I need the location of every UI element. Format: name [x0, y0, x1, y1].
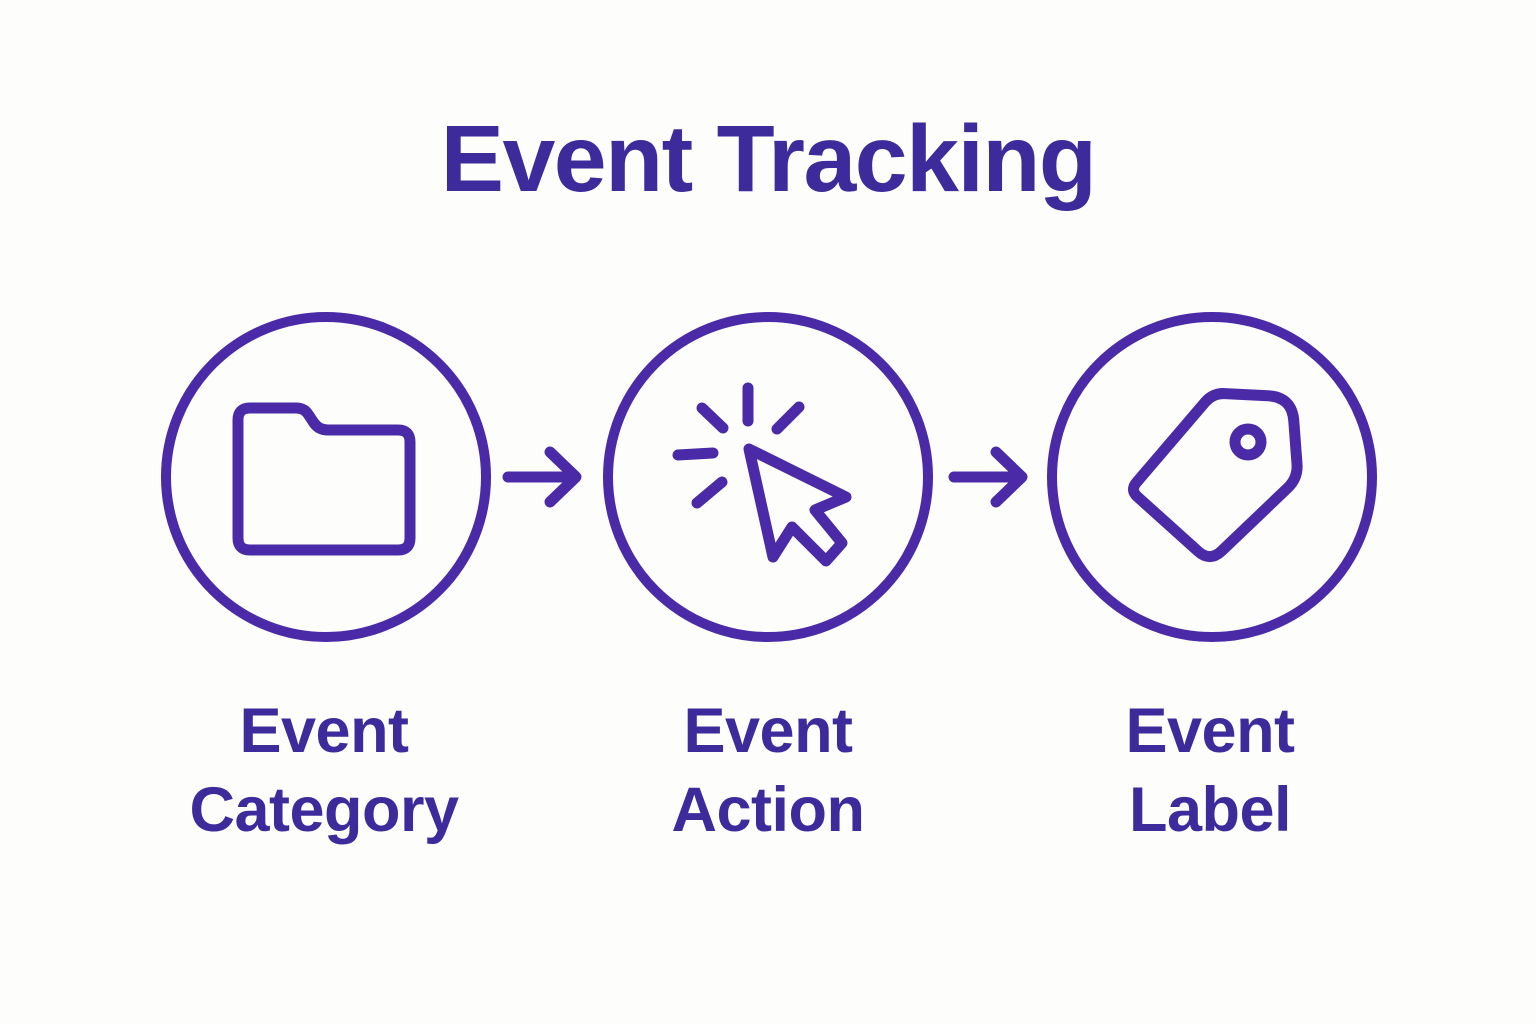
- cursor-click-icon: [672, 382, 852, 567]
- folder-icon: [232, 402, 416, 556]
- step-label-line: Event: [1125, 696, 1295, 766]
- step-label-line: Label: [1128, 775, 1292, 845]
- step-label-event-label: Event Label: [1010, 692, 1410, 850]
- step-label-event-action: Event Action: [568, 692, 968, 850]
- right-arrow-icon: [502, 446, 582, 508]
- step-label-line: Category: [189, 775, 459, 845]
- step-label-line: Action: [671, 775, 865, 845]
- step-circle-event-action: [603, 312, 933, 642]
- step-label-event-category: Event Category: [124, 692, 524, 850]
- page-title: Event Tracking: [440, 106, 1097, 212]
- step-label-line: Event: [683, 696, 853, 766]
- step-circle-event-label: [1047, 312, 1377, 642]
- step-label-line: Event: [239, 696, 409, 766]
- step-circle-event-category: [161, 312, 491, 642]
- right-arrow-icon: [948, 446, 1028, 508]
- tag-icon: [1127, 388, 1303, 563]
